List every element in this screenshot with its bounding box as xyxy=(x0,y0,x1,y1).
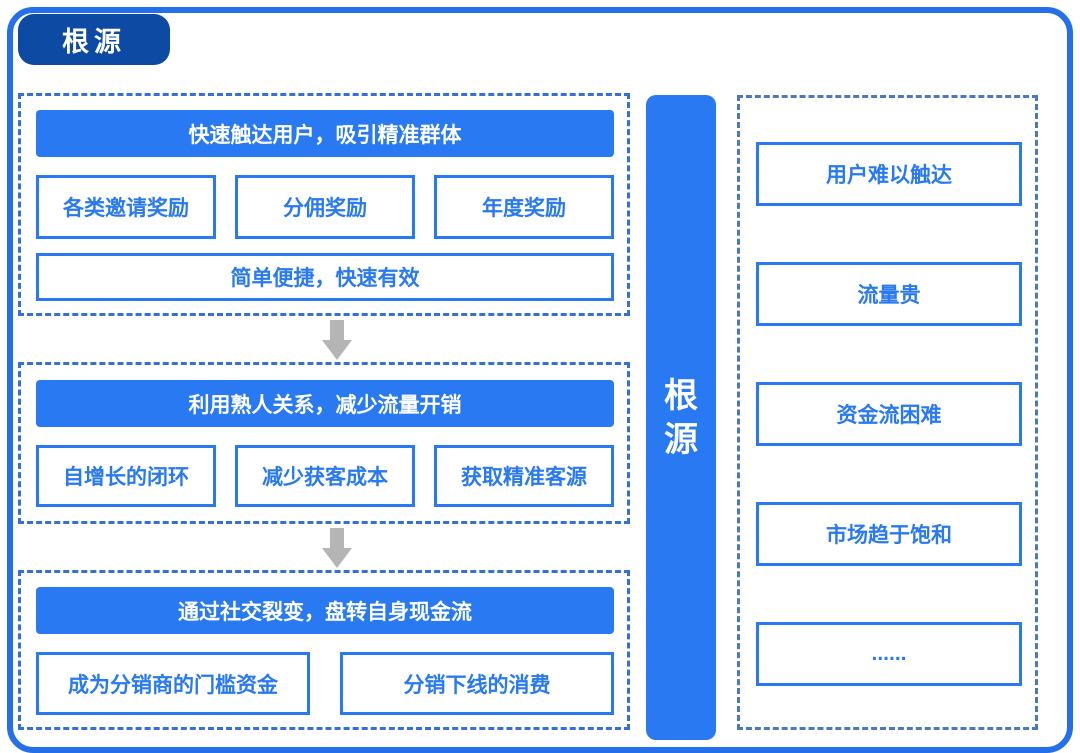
section-use-relations: 利用熟人关系，减少流量开销 自增长的闭环 减少获客成本 获取精准客源 xyxy=(18,362,630,524)
section-2-item-3: 获取精准客源 xyxy=(434,445,614,507)
section-1-item-3: 年度奖励 xyxy=(434,175,614,239)
section-3-header: 通过社交裂变，盘转自身现金流 xyxy=(36,587,614,634)
down-arrow-icon xyxy=(322,320,352,360)
section-1-item-2: 分佣奖励 xyxy=(235,175,415,239)
cause-item-market-saturated: 市场趋于饱和 xyxy=(756,502,1022,566)
cause-item-cashflow-difficulty: 资金流困难 xyxy=(756,382,1022,446)
title-badge-label: 根源 xyxy=(62,27,126,57)
section-2-item-1: 自增长的闭环 xyxy=(36,445,216,507)
cause-item-traffic-expensive: 流量贵 xyxy=(756,262,1022,326)
section-3-item-2: 分销下线的消费 xyxy=(340,652,614,715)
section-2-header: 利用熟人关系，减少流量开销 xyxy=(36,380,614,427)
cause-item-hard-to-reach: 用户难以触达 xyxy=(756,142,1022,206)
root-cause-panel: 用户难以触达 流量贵 资金流困难 市场趋于饱和 ...... xyxy=(737,95,1038,730)
down-arrow-stem xyxy=(330,528,344,548)
section-1-item-1: 各类邀请奖励 xyxy=(36,175,216,239)
section-social-fission: 通过社交裂变，盘转自身现金流 成为分销商的门槛资金 分销下线的消费 xyxy=(18,570,630,730)
down-arrow-head xyxy=(322,340,352,360)
down-arrow-stem xyxy=(330,320,344,340)
section-1-header: 快速触达用户，吸引精准群体 xyxy=(36,110,614,157)
section-2-item-2: 减少获客成本 xyxy=(235,445,415,507)
section-1-footer: 简单便捷，快速有效 xyxy=(36,253,614,301)
section-3-item-1: 成为分销商的门槛资金 xyxy=(36,652,310,715)
root-cause-vertical-bar: 根 源 xyxy=(646,95,716,740)
vertical-bar-char-1: 根 xyxy=(664,376,698,415)
down-arrow-head xyxy=(322,548,352,568)
title-badge: 根源 xyxy=(18,14,170,65)
down-arrow-icon xyxy=(322,528,352,568)
section-reach-users: 快速触达用户，吸引精准群体 各类邀请奖励 分佣奖励 年度奖励 简单便捷，快速有效 xyxy=(18,93,630,316)
vertical-bar-char-2: 源 xyxy=(664,420,698,459)
cause-item-ellipsis: ...... xyxy=(756,622,1022,686)
